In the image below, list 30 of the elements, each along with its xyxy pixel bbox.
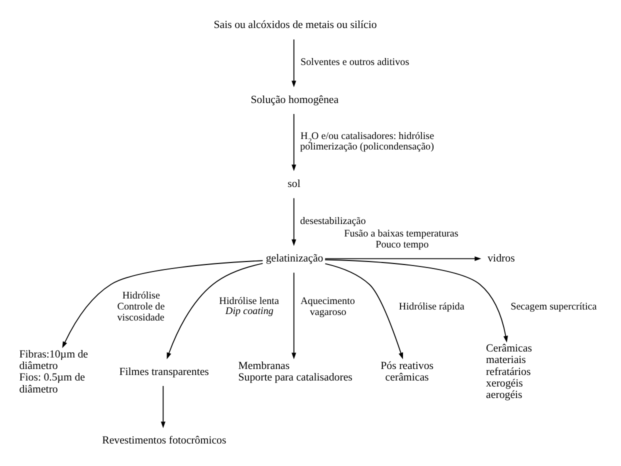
node-text: Membranas Suporte para catalisadores <box>238 360 352 384</box>
node-text: Filmes transparentes <box>118 366 208 378</box>
arrow <box>324 256 481 261</box>
arrow <box>324 263 403 360</box>
arrow <box>160 386 165 428</box>
edge-label: desestabilização <box>300 216 366 227</box>
node-text: Revestimentos fotocrômicos <box>102 434 226 447</box>
node-text: gelatinização <box>265 252 323 265</box>
edge-label: Fusão a baixas temperaturas Pouco tempo <box>344 228 458 250</box>
arrow <box>291 114 296 172</box>
edge-label: Aquecimento vagaroso <box>300 296 354 318</box>
arrow <box>291 272 296 360</box>
edge-label: Hidrólise lenta Dip coating <box>218 296 278 318</box>
arrow <box>324 259 508 342</box>
arrow <box>291 198 296 246</box>
node-text: Solução homogênea <box>250 94 338 106</box>
edge-label: Hidrólise Controle de viscosidade <box>116 290 164 324</box>
edge-label: H$_{2}$O e/ou catalisadores: hidrólise polimerização (policondensação) <box>300 131 434 152</box>
edge-label: Secagem supercrítica <box>510 302 596 313</box>
node-text: Fibras:10µm de diâmetro Fios: 0.5µm de diâmetro <box>18 348 88 396</box>
node-text: Sais ou alcóxidos de metais ou silício <box>213 19 376 32</box>
arrow <box>62 260 263 348</box>
arrow <box>291 38 296 88</box>
edge-label: Hidrólise rápida <box>398 302 464 313</box>
arrow <box>166 262 263 360</box>
node-text: Cerâmicas materiais refratários xerogéis aerogéis <box>486 342 532 402</box>
node-text: sol <box>287 178 300 190</box>
edge-label: Solventes e outros aditivos <box>300 57 409 68</box>
node-text: vidros <box>487 252 514 265</box>
node-text: Pós reativos cerâmicas <box>380 360 434 384</box>
